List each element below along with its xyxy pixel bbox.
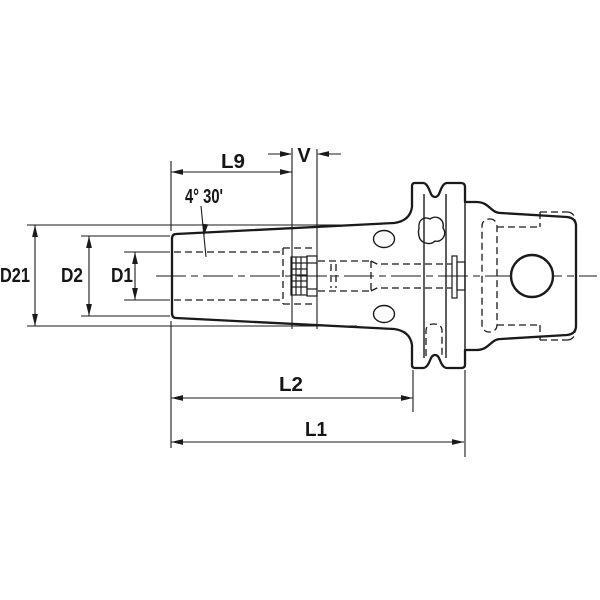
dimension-l2: L2	[170, 321, 414, 448]
clamp-cone-top	[370, 260, 382, 267]
coolant-tube-body	[456, 261, 466, 291]
coolant-tube-flange	[451, 255, 458, 299]
shank-opening-corner-top	[567, 211, 576, 222]
l9-arrow-right	[280, 169, 292, 175]
shank-drive-hole	[509, 253, 555, 299]
dimension-d2: D2	[61, 235, 170, 317]
shank-bore-capsule	[481, 218, 498, 333]
v-arrow-right	[317, 151, 329, 157]
l1-arrow-right	[452, 439, 464, 445]
l9-arrow-left	[171, 169, 183, 175]
d1-arrow-top	[132, 252, 138, 264]
d21-arrow-top	[32, 225, 38, 237]
l2-arrow-right	[401, 395, 413, 401]
d2-arrow-top	[86, 236, 92, 248]
v-arrow-left	[280, 151, 292, 157]
d21-arrow-bottom	[32, 314, 38, 326]
l1-arrow-left	[171, 439, 183, 445]
dimension-v: V	[268, 145, 341, 167]
dimension-taper-angle: 4° 30'	[185, 186, 223, 258]
l1-label: L1	[305, 419, 327, 441]
d21-label: D21	[0, 265, 30, 287]
dimension-d21: D21	[0, 224, 357, 327]
angle-arrow	[201, 223, 209, 237]
wrench-hole-bottom	[372, 304, 396, 324]
taper-angle-label: 4° 30'	[185, 186, 223, 208]
d2-arrow-bottom	[86, 304, 92, 316]
d2-label: D2	[61, 265, 83, 287]
clamping-screw	[290, 255, 318, 297]
hidden-internal-geometry	[174, 211, 576, 356]
v-label: V	[297, 145, 311, 167]
coolant-tube-stub	[451, 255, 466, 299]
l2-label: L2	[279, 374, 303, 396]
d1-arrow-bottom	[132, 288, 138, 300]
l2-arrow-left	[171, 395, 183, 401]
d1-label: D1	[111, 265, 133, 287]
l9-label: L9	[221, 151, 245, 173]
dimension-d1: D1	[111, 251, 170, 301]
wrench-hole-top	[372, 229, 396, 249]
shank-opening-corner-bottom	[567, 330, 576, 341]
flange-lower-notch-hidden	[425, 323, 443, 356]
tool-body	[170, 181, 578, 370]
flange-drive-notch	[417, 216, 446, 245]
dimension-l1: L1	[171, 370, 466, 457]
clamp-cone-bottom	[370, 285, 382, 292]
dimension-l9: L9	[170, 151, 292, 231]
